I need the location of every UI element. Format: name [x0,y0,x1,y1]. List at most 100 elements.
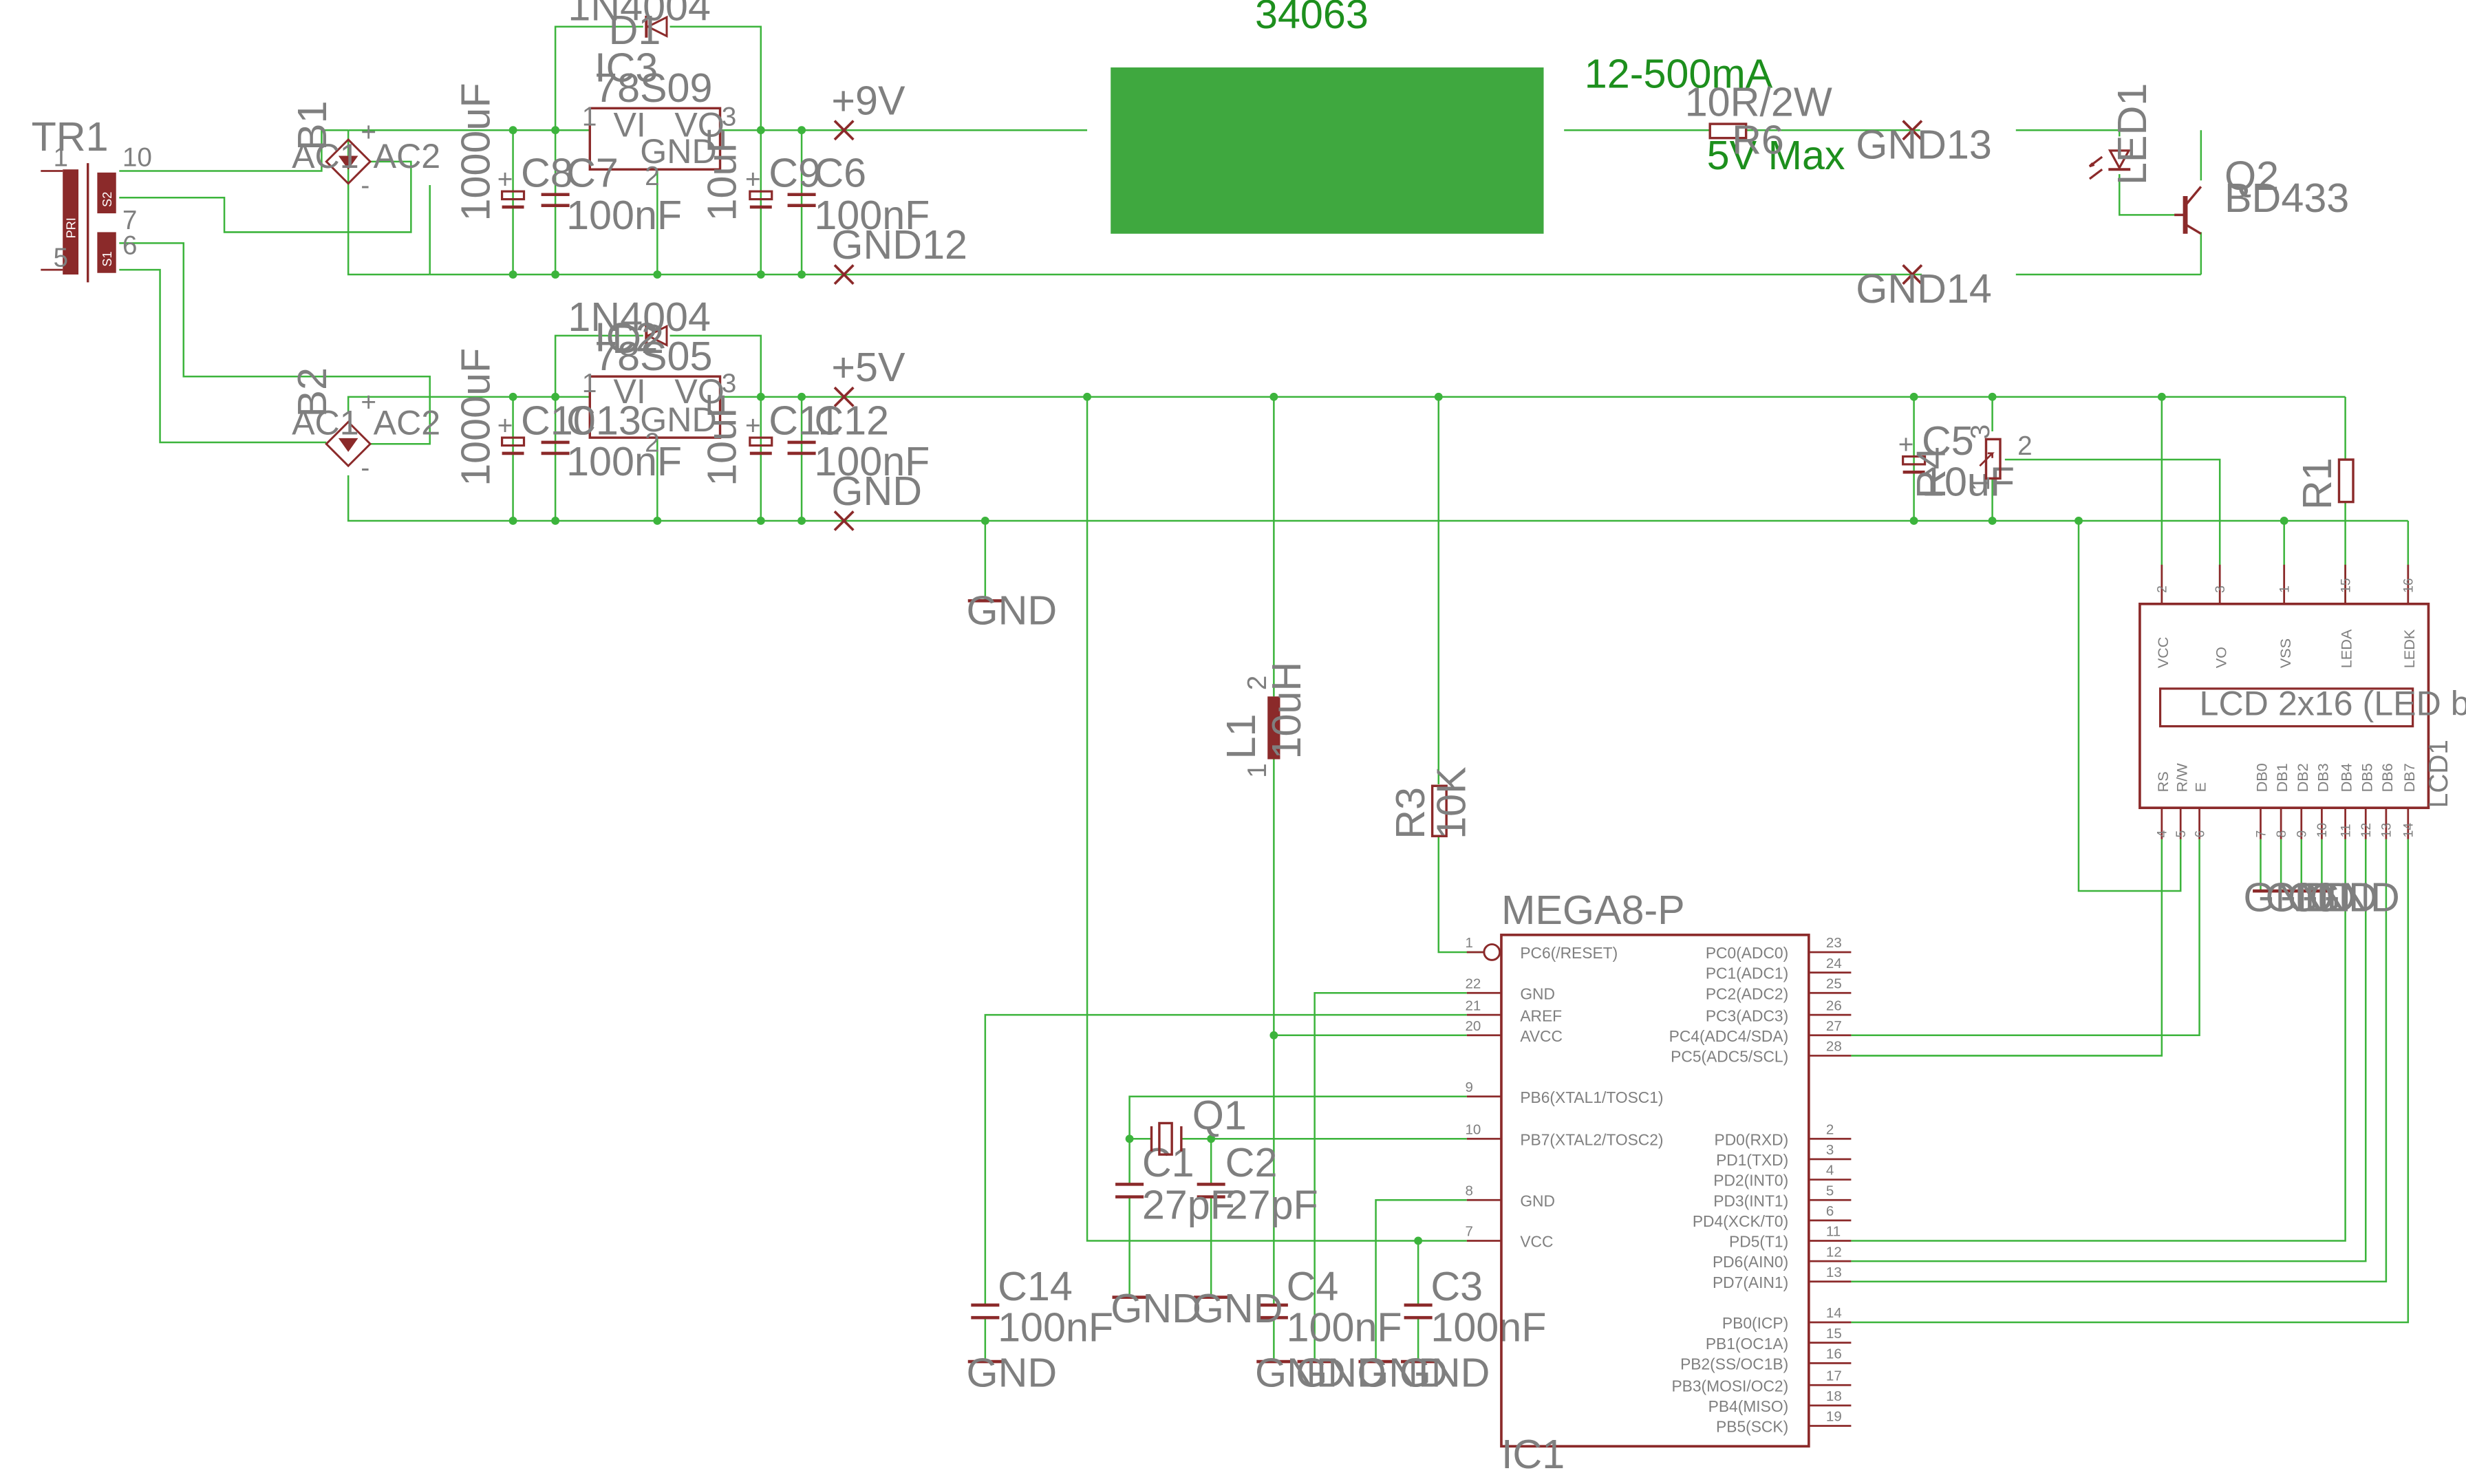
lcd-pin-number: 8 [2274,830,2289,838]
mcu-pin-name: AVCC [1520,1027,1563,1045]
mcu-pin-name: PC1(ADC1) [1706,965,1788,982]
lcd-pin-number: 1 [2277,585,2293,593]
b1-minus: - [361,171,369,201]
lcd-pin-number: 4 [2155,830,2170,838]
converter-block [1111,67,1544,234]
ic3-pin2: 2 [645,162,660,191]
ground-symbols [967,599,2330,1364]
tr1-pin-7: 7 [122,206,138,235]
mcu-pin-number: 6 [1826,1203,1834,1219]
b2-plus: + [361,387,376,417]
lcd-pin-name: DB2 [2294,763,2311,792]
lcd-pin-name: DB7 [2401,763,2418,792]
net-5v: +5V [831,344,905,390]
mcu-pin-number: 20 [1466,1018,1481,1034]
lcd-pin-number: 9 [2295,830,2310,838]
c7-value: 100nF [566,192,682,238]
lcd-title: LCD 2x16 (LED backlight) [2200,685,2466,723]
mcu-pin-name: PD1(TXD) [1716,1151,1788,1169]
r4-pin2: 2 [2017,431,2033,461]
mcu-pin-number: 24 [1826,956,1842,971]
led1-name: LED1 [2109,83,2155,185]
r6-value: 10R/2W [1685,79,1832,125]
ic2-gnd: GND [640,400,716,439]
r4-pin3: 3 [1966,424,1995,440]
lcd-pin-number: 5 [2174,830,2189,838]
mcu-pin-name: PB2(SS/OC1B) [1680,1355,1788,1373]
tr1-name: TR1 [32,114,109,160]
mcu-pin-name: GND [1520,985,1555,1002]
l1-value: 10uH [1263,662,1309,760]
ic2-pin3: 3 [722,369,737,398]
mcu-pin-number: 23 [1826,935,1842,951]
b1-ac2: AC2 [374,137,441,175]
ic2-vi: VI [613,372,645,411]
b2-ac2: AC2 [374,404,441,442]
lcd-gnd-label: GND [2287,874,2378,921]
lcd-pin-name: DB3 [2315,763,2332,792]
ic2-vo: VO [674,372,724,411]
c2-name: C2 [1225,1139,1278,1185]
junctions [508,126,2288,1245]
d2-value: 1N4004 [568,294,711,340]
no-connect-markers [833,120,1923,531]
mcu-pin-name: PB0(ICP) [1722,1314,1788,1332]
c10-value: 1000uF [452,348,498,486]
c8-value: 1000uF [452,83,498,221]
lcd-pin-name: DB5 [2358,763,2375,792]
diode-d1 [645,15,668,38]
mcu-pin-name: PB1(OC1A) [1706,1335,1788,1353]
b2-minus: - [361,453,369,483]
lcd-pin-name: DB0 [2253,763,2271,792]
lcd-pin-number: 6 [2192,830,2207,838]
ic2-name: IC2 [594,314,658,361]
diode-d2 [645,324,668,347]
net-gnd13: GND13 [1856,121,1992,167]
mcu-pin-number: 19 [1826,1409,1842,1425]
svg-text:+: + [497,411,513,441]
lcd-pin-name: LEDA [2338,629,2355,668]
mcu-right-pins: 23PC0(ADC0)24PC1(ADC1)25PC2(ADC2)26PC3(A… [1669,935,1852,1436]
lcd-pin-number: 14 [2401,823,2416,838]
lcd-pin-name: DB4 [2338,763,2355,792]
c5-name: C5 [1922,418,1974,464]
l1-pin2: 2 [1243,676,1272,691]
lcd-pin-number: 3 [2213,585,2228,593]
lcd-gnd-label: GND [2243,874,2334,921]
c4-value: 100nF [1287,1304,1402,1350]
mcu-pin-name: PB4(MISO) [1708,1397,1789,1415]
transformer-tr1: TR1 PRI S1 S2 1 5 10 7 6 [32,114,152,283]
mcu-pin-name: PB3(MOSI/OC2) [1671,1377,1788,1395]
r4-name: R4 [1908,447,1954,499]
regulator-ic3 [588,107,722,171]
lcd-pin-number: 13 [2379,823,2394,838]
mcu-left-pins: 1PC6(/RESET)22GND21AREF20AVCC9PB6(XTAL1/… [1466,935,1664,1250]
c7-name: C7 [566,149,619,195]
mcu-pin-number: 17 [1826,1368,1842,1384]
mcu-pin-number: 28 [1826,1039,1842,1055]
tr1-s1-label: S1 [100,251,114,266]
tr1-pri-label: PRI [63,217,78,238]
svg-text:+: + [745,165,761,195]
lcd-pin-number: 2 [2155,585,2170,593]
bridge-b2 [325,420,372,468]
svg-text:+: + [497,165,513,195]
ic2-value: 78S05 [594,333,712,379]
mcu-pin-name: VCC [1520,1233,1553,1251]
lcd-pin-name: R/W [2173,763,2190,793]
mcu-pin-name: PC0(ADC0) [1706,944,1788,962]
d2-name: D2 [612,316,664,362]
ic3-pin3: 3 [722,102,737,131]
regulator-ic2 [588,375,722,439]
transistor-q2 [2174,186,2202,235]
lcd-module: LCD 2x16 (LED backlight) LCD1 2VCC3VO1VS… [2138,564,2466,839]
r3-value: 10K [1428,766,1475,839]
mcu-pin-name: PB6(XTAL1/TOSC1) [1520,1088,1663,1106]
mcu-pin-number: 11 [1826,1224,1841,1240]
c13-value: 100nF [566,438,682,484]
net-gnd14: GND14 [1856,266,1992,312]
mcu-pin-name: PC3(ADC3) [1706,1007,1788,1024]
bridge-b1 [325,138,372,185]
mcu-pin-number: 8 [1466,1183,1473,1198]
c1-name: C1 [1142,1139,1194,1185]
